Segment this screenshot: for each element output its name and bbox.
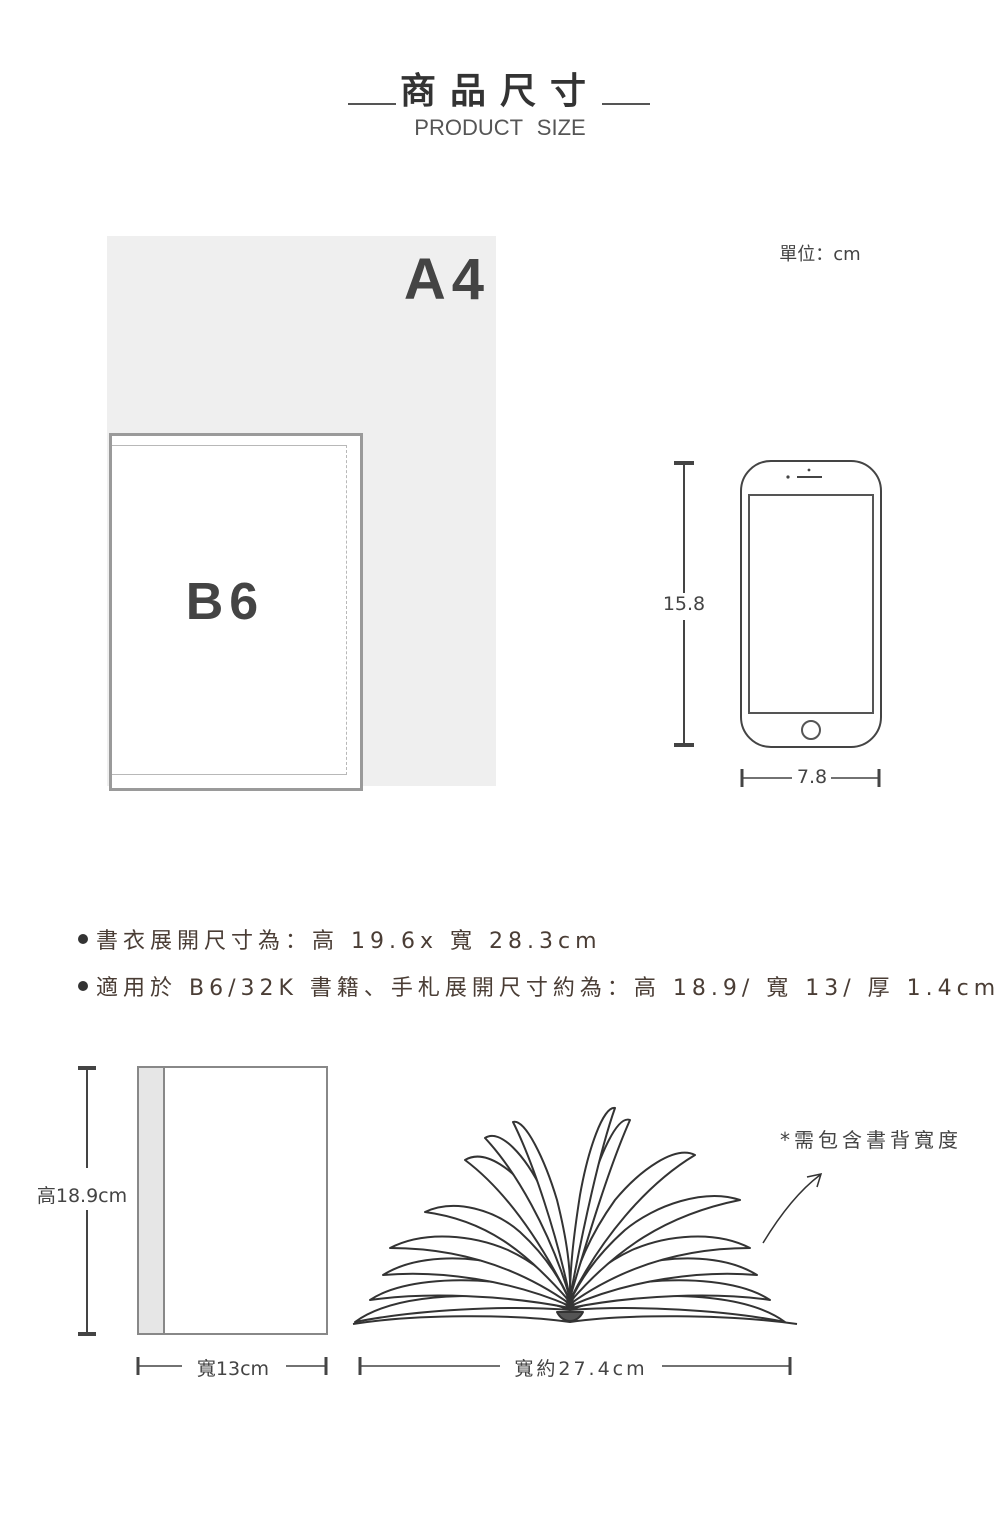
title-container: 商品尺寸 (0, 62, 1000, 114)
spec-item-fit: 適用於 B6/32K 書籍、手札展開尺寸約為：高 18.9/ 寬 13/ 厚 1… (78, 970, 1000, 1002)
book-height-label: 高18.9cm (30, 1181, 134, 1208)
b6-inner-cover (112, 445, 347, 775)
phone-camera-dot (786, 475, 790, 479)
b6-label: B6 (185, 573, 265, 631)
phone-screen (748, 494, 874, 714)
a4-label: A4 (403, 247, 490, 312)
closed-book-icon (137, 1066, 328, 1335)
bullet-dot (78, 981, 88, 991)
book-height-dimension (78, 1066, 96, 1336)
open-book-width-dimension (358, 1357, 792, 1375)
spine-note: *需包含書背寬度 (780, 1128, 962, 1152)
bullet-dot (78, 934, 88, 944)
open-book-icon (352, 1107, 798, 1325)
open-book-width-label: 寬約27.4cm (505, 1354, 657, 1381)
unit-label: 單位：cm (779, 244, 861, 265)
title-left-rule (348, 103, 396, 105)
page-subtitle: PRODUCT SIZE (414, 115, 586, 140)
page-title: 商品尺寸 (399, 71, 600, 112)
phone-home-button (801, 720, 821, 740)
b6-size-block (109, 433, 363, 791)
spec-text-cover: 書衣展開尺寸為：高 19.6x 寬 28.3cm (96, 929, 602, 954)
spec-item-cover: 書衣展開尺寸為：高 19.6x 寬 28.3cm (78, 923, 602, 955)
book-width-dimension (136, 1357, 328, 1375)
phone-sensor-dot (807, 468, 811, 472)
book-width-label: 寬13cm (188, 1354, 278, 1381)
closed-book-spine (139, 1068, 165, 1333)
note-arrow-icon (762, 1172, 823, 1244)
title-right-rule (602, 103, 650, 105)
phone-width-label: 7.8 (793, 766, 831, 788)
phone-diagram (674, 460, 882, 787)
spec-text-fit: 適用於 B6/32K 書籍、手札展開尺寸約為：高 18.9/ 寬 13/ 厚 1… (96, 976, 1000, 1001)
phone-height-label: 15.8 (662, 593, 706, 615)
